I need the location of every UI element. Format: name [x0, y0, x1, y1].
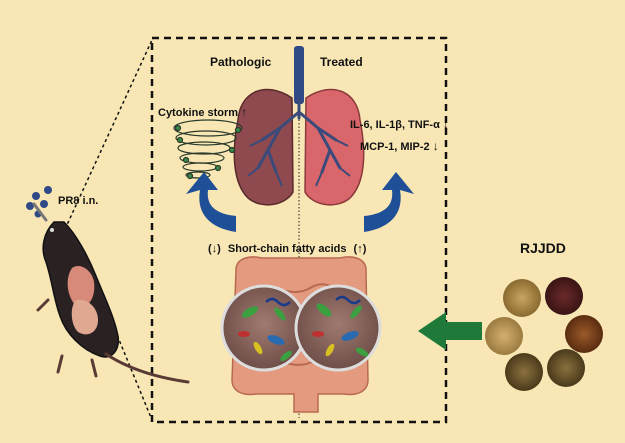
trachea: [294, 46, 304, 104]
cytokines-text-1: IL-6, IL-1β, TNF-α: [350, 119, 440, 131]
dashed-frame: [150, 36, 448, 424]
herb-circle-3: [565, 315, 603, 353]
scfa-right-indicator: (↑): [353, 243, 367, 255]
microbiota-circle-left: [220, 284, 308, 372]
cytokines-label-1: IL-6, IL-1β, TNF-α ↓: [350, 117, 449, 131]
lungs-illustration: [233, 46, 365, 206]
curved-arrow-right: [364, 172, 414, 232]
pr8-label: PR8 i.n.: [58, 195, 99, 207]
herb-circle-4: [547, 349, 585, 387]
herbs-cluster: [485, 277, 603, 391]
scfa-label: (↓) Short-chain fatty acids (↑): [208, 243, 366, 255]
herb-circle-1: [503, 279, 541, 317]
curved-arrow-left: [186, 172, 236, 232]
microbiota-circle-right: [294, 284, 382, 372]
zoom-line-bottom: [114, 329, 153, 421]
rjjdd-label: RJJDD: [520, 240, 566, 256]
treated-lung: [304, 88, 365, 206]
herb-circle-5: [505, 353, 543, 391]
bronchi: [256, 98, 342, 174]
green-arrow: [418, 312, 482, 350]
cytokine-storm-swirl: [173, 119, 243, 180]
zoom-line-top: [59, 39, 153, 241]
arrow-down-icon: ↓: [432, 139, 439, 153]
cytokines-text-2: MCP-1, MIP-2: [360, 141, 430, 153]
herb-circle-2: [545, 277, 583, 315]
mouse-illustration: [32, 202, 190, 384]
arrow-up-icon: ↑: [241, 105, 248, 119]
scfa-text: Short-chain fatty acids: [227, 243, 347, 255]
virus-particles: [26, 186, 52, 218]
scfa-left-indicator: (↓): [208, 243, 221, 255]
pathologic-label: Pathologic: [210, 55, 272, 69]
herb-circle-6: [485, 317, 523, 355]
cytokine-storm-text: Cytokine storm: [158, 107, 239, 119]
cytokines-label-2: MCP-1, MIP-2 ↓: [360, 139, 439, 153]
treated-label: Treated: [320, 55, 363, 69]
cytokine-storm-label: Cytokine storm ↑: [158, 105, 247, 119]
arrow-down-icon: ↓: [442, 117, 449, 131]
